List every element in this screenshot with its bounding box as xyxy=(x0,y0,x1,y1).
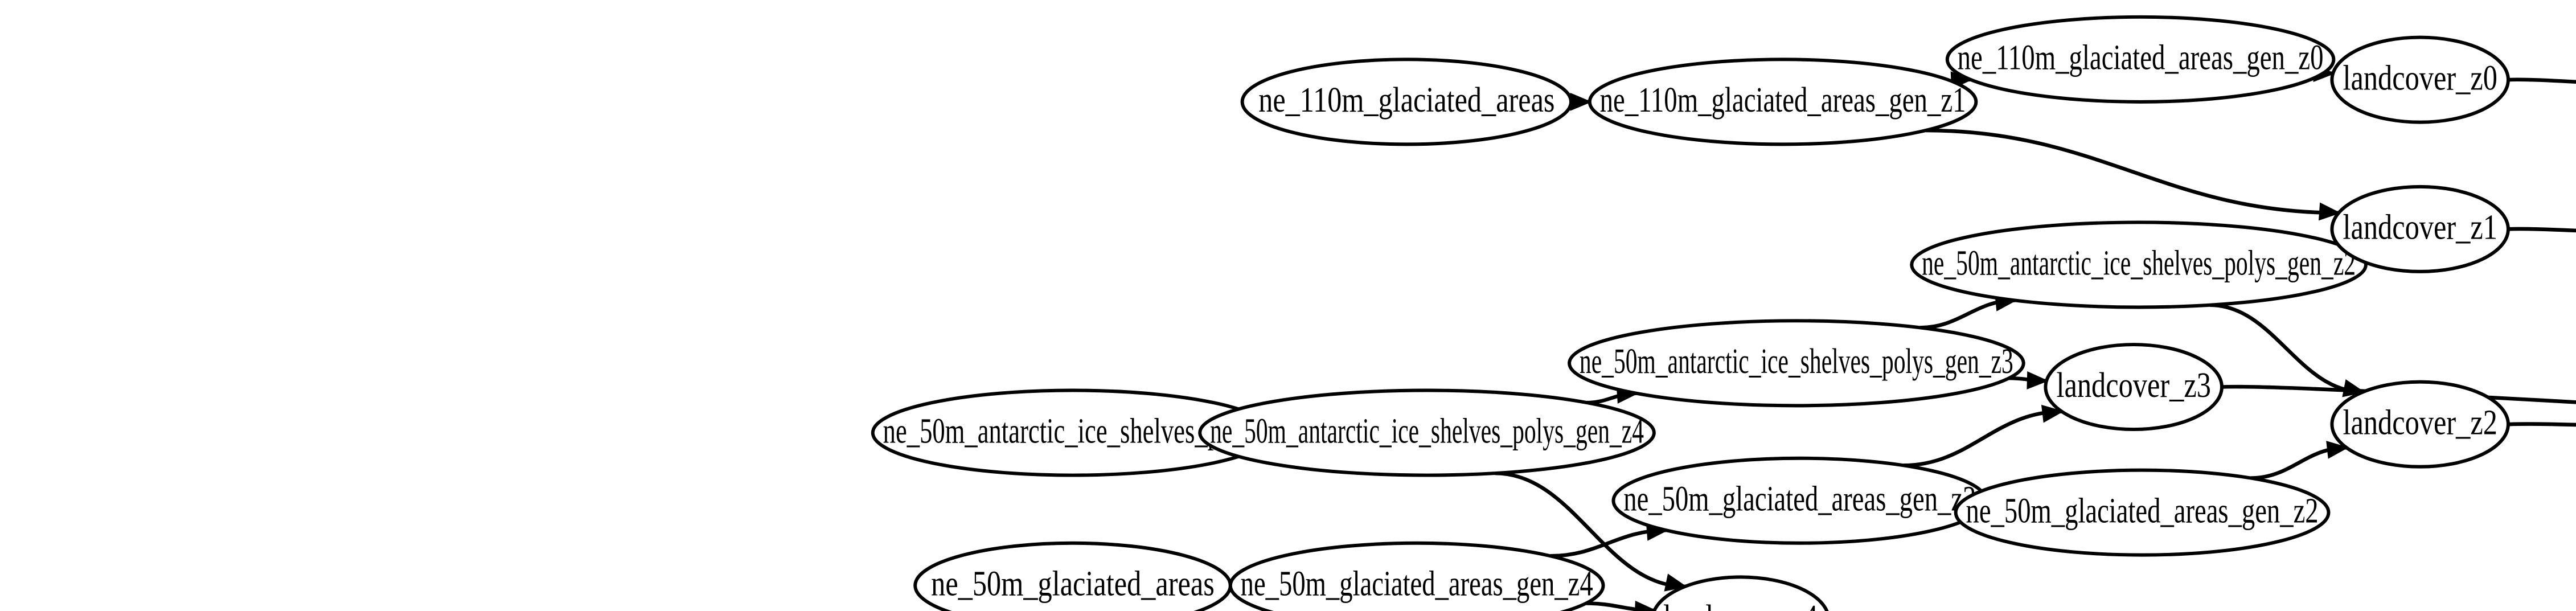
graph-edge xyxy=(1903,409,2062,468)
graph-node-ne_110m_glaciated_areas_gen_z0[interactable]: ne_110m_glaciated_areas_gen_z0 xyxy=(1945,15,2336,104)
graph-edge xyxy=(2508,77,2576,84)
node-shape xyxy=(1954,468,2331,557)
edge-arrowhead xyxy=(2326,441,2349,459)
node-label: ne_50m_glaciated_areas_gen_z2 xyxy=(1966,490,2319,530)
node-shape xyxy=(1240,58,1573,146)
edge-arrowhead xyxy=(2027,371,2049,389)
node-label: ne_50m_glaciated_areas xyxy=(931,564,1215,604)
node-label: ne_110m_glaciated_areas xyxy=(1258,80,1554,120)
graph-edge xyxy=(2508,422,2576,427)
graph-edge xyxy=(2209,303,2364,394)
node-label: ne_50m_antarctic_ice_shelves_polys_gen_z… xyxy=(1580,341,2013,381)
node-shape xyxy=(1910,220,2368,309)
edge-arrowhead xyxy=(2041,404,2064,423)
node-label: ne_110m_glaciated_areas_gen_z1 xyxy=(1600,80,1966,120)
edge-arrowhead xyxy=(1635,600,1657,611)
graph-node-landcover_z2[interactable]: landcover_z2 xyxy=(2330,380,2510,469)
graph-edge xyxy=(1495,471,1685,589)
node-shape xyxy=(1588,58,1978,146)
graph-node-landcover_z0[interactable]: landcover_z0 xyxy=(2330,35,2510,124)
node-label: landcover_z4 xyxy=(1663,597,1818,611)
node-shape xyxy=(2044,343,2224,432)
node-label: landcover_z3 xyxy=(2056,365,2210,405)
graph-edge xyxy=(2508,227,2576,233)
node-label: ne_110m_glaciated_areas_gen_z0 xyxy=(1958,38,2324,77)
node-layer: imposm3osm_landcover_polygonsimplify_vw_… xyxy=(871,15,2510,611)
edge-arrowhead xyxy=(1570,92,1592,111)
graph-node-ne_50m_antarctic_ice_shelves_polys_gen_z4[interactable]: ne_50m_antarctic_ice_shelves_polys_gen_z… xyxy=(1198,388,1656,477)
graph-node-landcover_z3[interactable]: landcover_z3 xyxy=(2044,343,2224,432)
node-label: landcover_z1 xyxy=(2343,207,2497,247)
node-label: ne_50m_glaciated_areas_gen_z3 xyxy=(1623,479,1976,519)
graph-node-landcover_z4[interactable]: landcover_z4 xyxy=(1652,575,1829,611)
graph-edge xyxy=(1926,128,2339,215)
edge-arrowhead xyxy=(2318,202,2341,221)
graph-node-ne_50m_glaciated_areas[interactable]: ne_50m_glaciated_areas xyxy=(913,541,1232,611)
edge-arrowhead xyxy=(1664,573,1688,592)
node-shape xyxy=(1568,319,2025,408)
node-shape xyxy=(2330,380,2510,469)
node-shape xyxy=(1652,575,1829,611)
node-shape xyxy=(1228,541,1605,611)
node-label: ne_50m_antarctic_ice_shelves_polys_gen_z… xyxy=(1922,243,2356,282)
graph-node-ne_50m_glaciated_areas_gen_z4[interactable]: ne_50m_glaciated_areas_gen_z4 xyxy=(1228,541,1605,611)
graph-node-ne_50m_glaciated_areas_gen_z2[interactable]: ne_50m_glaciated_areas_gen_z2 xyxy=(1954,468,2331,557)
node-label: ne_50m_glaciated_areas_gen_z4 xyxy=(1241,564,1593,604)
node-label: landcover_z0 xyxy=(2343,58,2497,97)
node-shape xyxy=(2330,184,2510,273)
graph-node-ne_50m_antarctic_ice_shelves_polys_gen_z2[interactable]: ne_50m_antarctic_ice_shelves_polys_gen_z… xyxy=(1910,220,2368,309)
node-shape xyxy=(1198,388,1656,477)
node-label: ne_50m_antarctic_ice_shelves_polys_gen_z… xyxy=(1210,411,1644,450)
graph-node-ne_110m_glaciated_areas_gen_z1[interactable]: ne_110m_glaciated_areas_gen_z1 xyxy=(1588,58,1978,146)
graph-node-ne_50m_glaciated_areas_gen_z3[interactable]: ne_50m_glaciated_areas_gen_z3 xyxy=(1611,456,1988,545)
node-shape xyxy=(1945,15,2336,104)
graph-node-landcover_z1[interactable]: landcover_z1 xyxy=(2330,184,2510,273)
node-shape xyxy=(2330,35,2510,124)
graph-node-ne_50m_antarctic_ice_shelves_polys_gen_z3[interactable]: ne_50m_antarctic_ice_shelves_polys_gen_z… xyxy=(1568,319,2025,408)
graph-node-ne_110m_glaciated_areas[interactable]: ne_110m_glaciated_areas xyxy=(1240,58,1573,146)
node-label: landcover_z2 xyxy=(2343,402,2497,442)
